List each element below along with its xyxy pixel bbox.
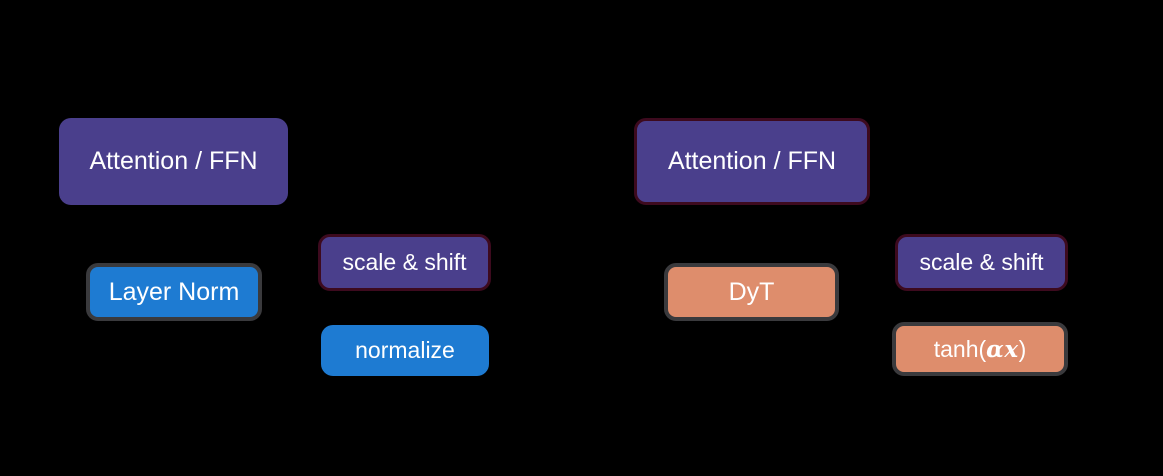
x-symbol: x bbox=[1004, 335, 1019, 363]
tanh-suffix: ) bbox=[1018, 335, 1027, 362]
right-attention-ffn-block: Attention / FFN bbox=[634, 118, 870, 205]
left-scale-and-shift-node: scale & shift bbox=[318, 234, 491, 291]
tanh-prefix: tanh( bbox=[933, 335, 987, 362]
left-attention-ffn-block: Attention / FFN bbox=[59, 118, 288, 205]
alpha-symbol: α bbox=[986, 335, 1005, 363]
left-layer-norm-node: Layer Norm bbox=[86, 263, 262, 321]
right-scale-and-shift-node: scale & shift bbox=[895, 234, 1068, 291]
right-dyt-node: DyT bbox=[664, 263, 839, 321]
left-normalize-node: normalize bbox=[321, 325, 489, 376]
